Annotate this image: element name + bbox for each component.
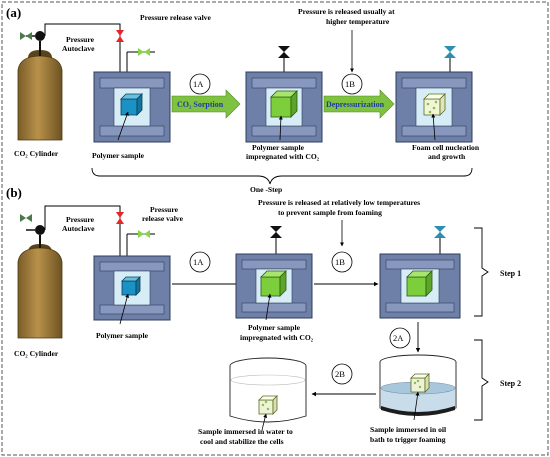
step-1b-label-b: 1B xyxy=(335,257,345,267)
foam-label-a2: and growth xyxy=(428,152,466,161)
foaming-sample-cube-oil xyxy=(410,373,430,393)
oil-bath-beaker xyxy=(379,354,457,416)
black-valve-icon-b2 xyxy=(270,226,282,238)
foam-label-a1: Foam cell nucleation xyxy=(412,143,480,152)
cylinder-label-a: CO₂ Cylinder xyxy=(14,149,59,158)
impregnated-label-b1: Polymer sample xyxy=(248,323,301,332)
teal-valve-icon-a3 xyxy=(444,46,456,58)
teal-valve-icon-b3 xyxy=(434,226,446,238)
sample-label-b: Polymer sample xyxy=(96,331,149,340)
co2-cylinder-a xyxy=(17,31,63,141)
step-2b-circle xyxy=(331,363,353,385)
note-b-line2: to prevent sample from foaming xyxy=(278,208,382,217)
note-b-line1: Pressure is released at relatively low t… xyxy=(258,198,420,207)
polymer-sample-cube-b xyxy=(121,276,141,296)
depressurization-arrow xyxy=(323,89,395,119)
water-label-2: cool and stabilize the cells xyxy=(200,437,284,446)
note-a-line2: higher temperature xyxy=(326,17,390,26)
step-1a-label-b: 1A xyxy=(193,257,204,267)
co2-sorption-label: CO₂ Sorption xyxy=(177,100,224,109)
co2-cylinder-b xyxy=(17,214,63,339)
oil-label-1: Sample immersed in oil xyxy=(370,425,446,434)
step-1a-label-a: 1A xyxy=(193,79,204,89)
autoclave-label-b2: Autoclave xyxy=(62,224,95,233)
impregnated-label-a2: impregnated with CO₂ xyxy=(246,152,320,161)
polymer-sample-cube-a xyxy=(120,93,143,116)
step1-label: Step 1 xyxy=(500,269,521,278)
autoclave-label-a1: Pressure xyxy=(66,35,95,44)
autoclave-b2 xyxy=(235,226,313,319)
release-valve-label-b1: Pressure xyxy=(150,205,179,214)
water-beaker xyxy=(229,357,307,423)
panel-b-letter: (b) xyxy=(6,185,22,200)
cylinder-regulator-icon-b xyxy=(35,225,45,235)
step-1a-circle-b xyxy=(189,251,211,273)
depressurization-label: Depressurization xyxy=(326,100,385,109)
red-release-valve-icon-b xyxy=(116,212,124,224)
release-valve-label-a: Pressure release valve xyxy=(140,13,211,22)
autoclave-a2 xyxy=(245,46,323,143)
autoclave-b3 xyxy=(379,226,461,319)
panel-a-letter: (a) xyxy=(6,5,21,20)
step-1b-label-a: 1B xyxy=(345,79,355,89)
autoclave-label-a2: Autoclave xyxy=(62,44,95,53)
impregnated-sample-cube-b xyxy=(260,270,287,297)
cylinder-label-b: CO₂ Cylinder xyxy=(14,349,59,358)
step-1b-circle-a xyxy=(341,73,363,95)
note-a-line1: Pressure is released usually at xyxy=(298,7,395,16)
green-valve-icon-b xyxy=(138,230,150,238)
step-1a-circle-a xyxy=(189,73,211,95)
step-1b-circle-b xyxy=(331,251,353,273)
step2-label: Step 2 xyxy=(500,379,521,388)
cylinder-valve-icon xyxy=(20,32,32,40)
step-2a-label: 2A xyxy=(393,333,404,343)
impregnated-label-b2: impregnated with CO₂ xyxy=(240,333,314,342)
black-valve-icon-a2 xyxy=(278,46,290,58)
water-label-1: Sample immersed in water to xyxy=(198,427,293,436)
one-step-brace xyxy=(91,167,473,185)
impregnated-label-a1: Polymer sample xyxy=(252,143,305,152)
autoclave-label-b1: Pressure xyxy=(66,215,95,224)
green-valve-icon-a xyxy=(138,48,150,56)
cylinder-valve-icon-b xyxy=(20,214,32,222)
impregnated-sample-cube-a xyxy=(270,90,298,118)
one-step-label: One -Step xyxy=(250,185,282,194)
cylinder-regulator-icon xyxy=(35,31,45,41)
step2-bracket xyxy=(474,339,489,421)
autoclave-b1 xyxy=(93,255,171,321)
stabilized-sample-cube-water xyxy=(258,395,278,415)
co2-sorption-arrow xyxy=(171,89,241,119)
foamed-sample-cube-a xyxy=(423,93,446,116)
step-2b-label: 2B xyxy=(335,369,345,379)
sample-label-a: Polymer sample xyxy=(92,151,145,160)
autoclave-a1 xyxy=(93,71,171,143)
step-2a-circle xyxy=(389,327,411,349)
release-valve-label-b2: release valve xyxy=(142,214,184,223)
red-release-valve-icon-a xyxy=(116,30,124,42)
oil-label-2: bath to trigger foaming xyxy=(370,435,446,444)
step1-bracket xyxy=(474,227,489,317)
impregnated-sample-cube-b3 xyxy=(406,270,433,297)
